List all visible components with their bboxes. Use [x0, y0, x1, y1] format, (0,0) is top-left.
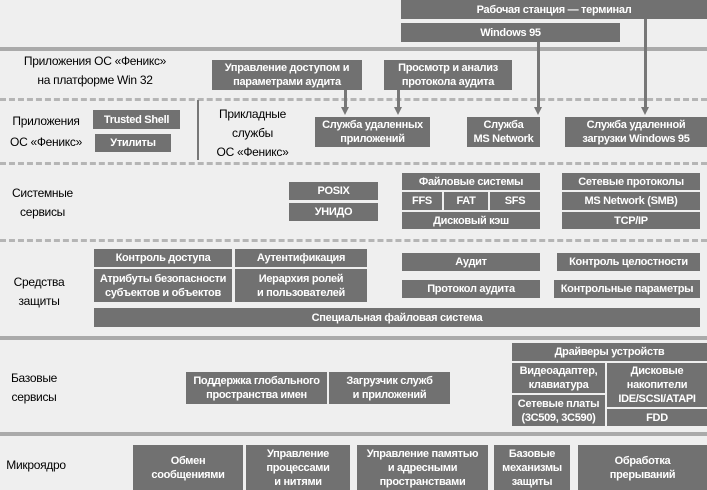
arrow-line: [344, 90, 347, 108]
remote-apps-service-box: Служба удаленных приложений: [315, 117, 430, 147]
arrow-down-icon: [641, 107, 649, 115]
layer-separator-dashed: [0, 239, 707, 242]
protection-mechanisms-box: Базовые механизмы защиты: [494, 445, 570, 490]
net-protocols-box: Сетевые протоколы: [562, 173, 700, 190]
video-keyboard-box: Видеоадаптер, клавиатура: [512, 363, 605, 393]
layer-separator: [0, 47, 707, 51]
layer-label-base: Базовые сервисы: [10, 371, 58, 404]
audit-log-box: Протокол аудита: [402, 280, 540, 298]
posix-box: POSIX: [289, 182, 378, 200]
workstation-box: Рабочая станция — терминал: [401, 0, 707, 19]
security-attributes-box: Атрибуты безопасности субъектов и объект…: [94, 269, 232, 302]
access-control-box: Контроль доступа: [94, 249, 232, 267]
utilities-box: Утилиты: [95, 134, 171, 152]
memory-management-box: Управление памятью и адресными пространс…: [357, 445, 488, 490]
access-control-app-box: Управление доступом и параметрами аудита: [212, 60, 362, 90]
layer-label-applied-services: Прикладные службы ОС «Феникс»: [216, 107, 289, 159]
messaging-box: Обмен сообщениями: [133, 445, 243, 490]
arrow-down-icon: [341, 107, 349, 115]
fdd-box: FDD: [607, 409, 707, 426]
layer-separator: [0, 432, 707, 436]
unido-box: УНИДО: [289, 203, 378, 221]
arrow-line: [644, 19, 647, 108]
layer-label-apps: Приложения ОС «Феникс»: [10, 114, 82, 149]
ms-network-service-box: Служба MS Network: [467, 117, 540, 147]
divider-line: [197, 100, 199, 160]
authentication-box: Аутентификация: [235, 249, 367, 267]
drivers-box: Драйверы устройств: [512, 343, 707, 361]
layer-separator: [0, 336, 707, 340]
loader-box: Загрузчик служб и приложений: [329, 372, 450, 404]
disk-drives-box: Дисковые накопители IDE/SCSI/ATAPI: [607, 363, 707, 407]
smb-box: MS Network (SMB): [562, 192, 700, 210]
remote-boot-service-box: Служба удаленной загрузки Windows 95: [565, 117, 707, 147]
layer-label-system: Системные сервисы: [12, 186, 73, 219]
sfs-box: SFS: [490, 192, 540, 210]
namespace-box: Поддержка глобального пространства имен: [186, 372, 327, 404]
network-cards-box: Сетевые платы (3C509, 3C590): [512, 395, 605, 426]
roles-hierarchy-box: Иерархия ролей и пользователей: [235, 269, 367, 302]
control-params-box: Контрольные параметры: [554, 280, 700, 298]
layer-label-kernel: Микроядро: [6, 458, 66, 472]
trusted-shell-box: Trusted Shell: [93, 110, 180, 129]
layer-separator-dashed: [0, 98, 707, 101]
ffs-box: FFS: [402, 192, 442, 210]
arrow-line: [537, 42, 540, 108]
windows95-box: Windows 95: [401, 23, 620, 42]
layer-label-security: Средства защиты: [13, 275, 65, 308]
arrow-down-icon: [534, 107, 542, 115]
arrow-down-icon: [394, 107, 402, 115]
tcpip-box: TCP/IP: [562, 212, 700, 229]
arrow-line: [397, 90, 400, 108]
audit-box: Аудит: [402, 253, 540, 271]
special-fs-box: Специальная файловая система: [94, 308, 700, 327]
file-systems-box: Файловые системы: [402, 173, 540, 190]
fat-box: FAT: [444, 192, 488, 210]
interrupt-handling-box: Обработка прерываний: [578, 445, 707, 490]
disk-cache-box: Дисковый кэш: [402, 212, 540, 229]
audit-view-app-box: Просмотр и анализ протокола аудита: [384, 60, 512, 90]
layer-label-apps-win32: Приложения ОС «Феникс» на платформе Win …: [23, 54, 167, 87]
layer-separator-dashed: [0, 162, 707, 165]
integrity-control-box: Контроль целостности: [557, 253, 700, 271]
process-management-box: Управление процессами и нитями: [246, 445, 350, 490]
